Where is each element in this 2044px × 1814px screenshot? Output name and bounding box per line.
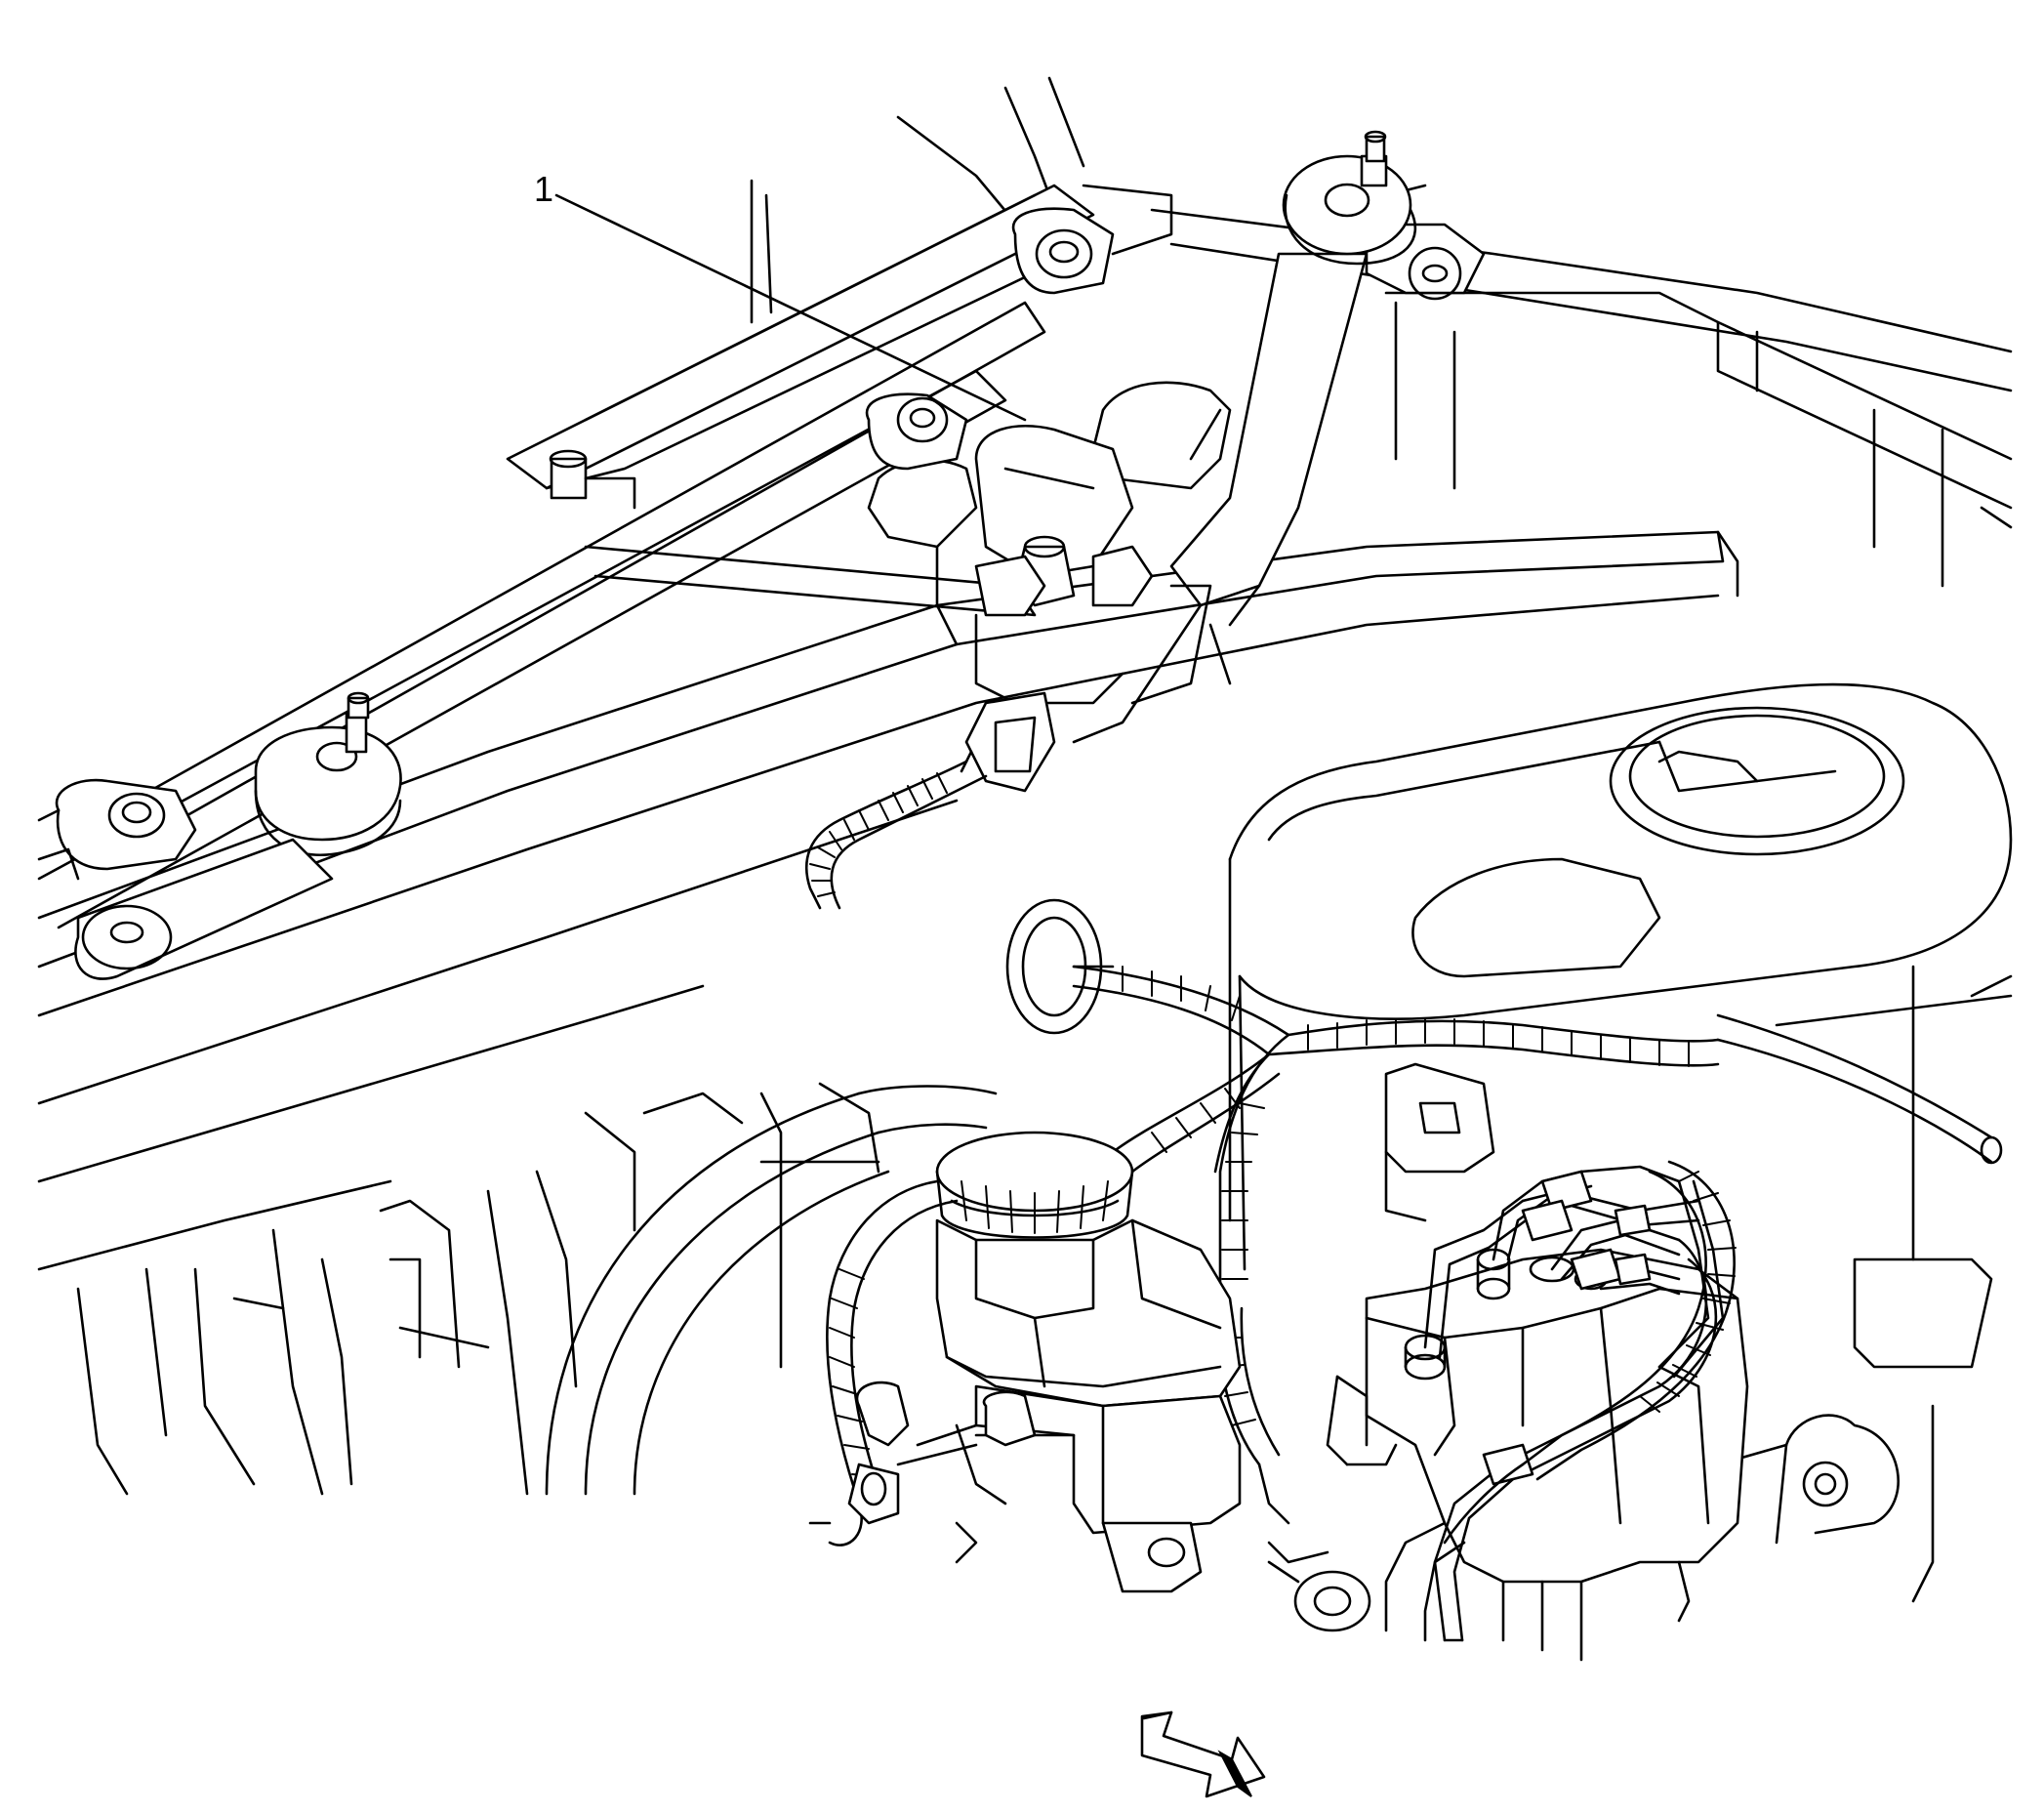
right-lower-hose xyxy=(1716,1013,2003,1165)
front-of-vehicle-arrow-icon xyxy=(1140,1711,1266,1798)
abs-mounting-bracket xyxy=(1384,1062,1495,1222)
right-body-bracket xyxy=(1716,1257,1993,1603)
left-link-bushings xyxy=(37,778,334,980)
callout-1-leader-line xyxy=(554,193,1027,422)
master-cylinder-body xyxy=(896,1384,1242,1593)
left-lower-body-structure xyxy=(76,1082,880,1496)
left-wiper-pivot xyxy=(254,691,402,857)
callout-1-label: 1 xyxy=(534,169,553,209)
left-mounting-stud xyxy=(549,449,636,510)
callout-1: 1 xyxy=(534,169,1027,422)
fluid-level-sensor xyxy=(847,1381,1007,1564)
brake-booster xyxy=(545,1085,998,1496)
strut-tower-inlet xyxy=(1228,682,2013,1271)
wiper-motor-harness xyxy=(805,760,988,910)
harness-left-loop xyxy=(808,1179,959,1546)
main-wiring-harness xyxy=(1072,965,1720,1310)
reservoir-cap xyxy=(935,1131,1134,1239)
wiper-motor-connector xyxy=(960,691,1056,793)
right-wiper-pivot xyxy=(1282,130,1417,266)
brake-fluid-reservoir xyxy=(935,1218,1242,1408)
wiper-motor xyxy=(867,381,1232,705)
abs-harness xyxy=(1443,1160,1737,1545)
lower-grommet xyxy=(1267,1560,1371,1632)
lower-cowl-trim-panel xyxy=(37,530,1739,1271)
center-link-bushings xyxy=(865,207,1115,471)
harness-grommet xyxy=(1005,898,1115,1035)
